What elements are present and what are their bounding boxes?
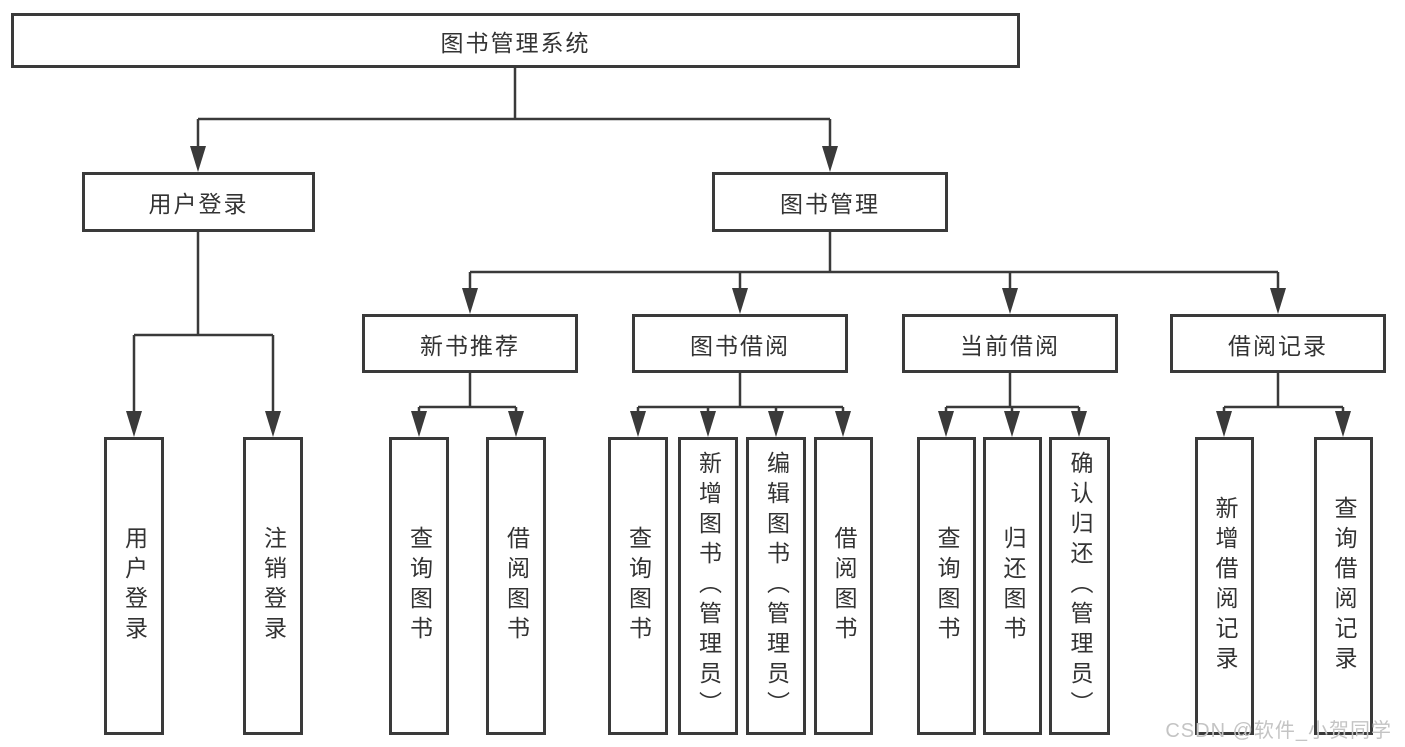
leaf-borrow-books-recommend-label: 借阅图书 bbox=[503, 526, 530, 646]
watermark: CSDN @软件_小贺同学 bbox=[1165, 720, 1392, 742]
node-library-system: 图书管理系统 bbox=[11, 13, 1020, 68]
node-borrow-records: 借阅记录 bbox=[1170, 314, 1386, 373]
node-library-system-label: 图书管理系统 bbox=[440, 29, 591, 56]
node-borrow-records-label: 借阅记录 bbox=[1228, 332, 1328, 359]
leaf-borrow-books: 借阅图书 bbox=[814, 437, 873, 735]
node-book-borrow: 图书借阅 bbox=[632, 314, 848, 373]
leaf-query-books-borrow: 查询图书 bbox=[608, 437, 668, 735]
node-current-borrow-label: 当前借阅 bbox=[960, 332, 1060, 359]
leaf-add-borrow-record-label: 新增借阅记录 bbox=[1212, 496, 1238, 676]
node-new-book-recommend: 新书推荐 bbox=[362, 314, 578, 373]
node-user-login: 用户登录 bbox=[82, 172, 315, 232]
node-new-book-recommend-label: 新书推荐 bbox=[420, 332, 520, 359]
leaf-add-books-admin-label: 新增图书（管理员） bbox=[695, 451, 722, 721]
leaf-return-books-label: 归还图书 bbox=[1000, 526, 1026, 646]
leaf-confirm-return-admin: 确认归还（管理员） bbox=[1049, 437, 1110, 735]
leaf-logout: 注销登录 bbox=[243, 437, 303, 735]
leaf-logout-label: 注销登录 bbox=[260, 526, 287, 646]
node-book-management: 图书管理 bbox=[712, 172, 948, 232]
leaf-query-borrow-record-label: 查询借阅记录 bbox=[1331, 496, 1357, 676]
leaf-edit-books-admin: 编辑图书（管理员） bbox=[746, 437, 806, 735]
leaf-query-borrow-record: 查询借阅记录 bbox=[1314, 437, 1373, 735]
leaf-confirm-return-admin-label: 确认归还（管理员） bbox=[1067, 451, 1093, 721]
leaf-add-books-admin: 新增图书（管理员） bbox=[678, 437, 738, 735]
leaf-query-books-recommend-label: 查询图书 bbox=[406, 526, 433, 646]
leaf-edit-books-admin-label: 编辑图书（管理员） bbox=[763, 451, 790, 721]
leaf-query-books-borrow-label: 查询图书 bbox=[625, 526, 652, 646]
leaf-user-login: 用户登录 bbox=[104, 437, 164, 735]
leaf-borrow-books-label: 借阅图书 bbox=[831, 526, 857, 646]
node-book-borrow-label: 图书借阅 bbox=[690, 332, 790, 359]
leaf-query-books-current-label: 查询图书 bbox=[934, 526, 960, 646]
leaf-query-books-recommend: 查询图书 bbox=[389, 437, 449, 735]
leaf-return-books: 归还图书 bbox=[983, 437, 1042, 735]
leaf-query-books-current: 查询图书 bbox=[917, 437, 976, 735]
leaf-user-login-label: 用户登录 bbox=[121, 526, 148, 646]
leaf-borrow-books-recommend: 借阅图书 bbox=[486, 437, 546, 735]
node-book-management-label: 图书管理 bbox=[780, 191, 880, 217]
leaf-add-borrow-record: 新增借阅记录 bbox=[1195, 437, 1254, 735]
node-current-borrow: 当前借阅 bbox=[902, 314, 1118, 373]
node-user-login-label: 用户登录 bbox=[148, 191, 249, 217]
